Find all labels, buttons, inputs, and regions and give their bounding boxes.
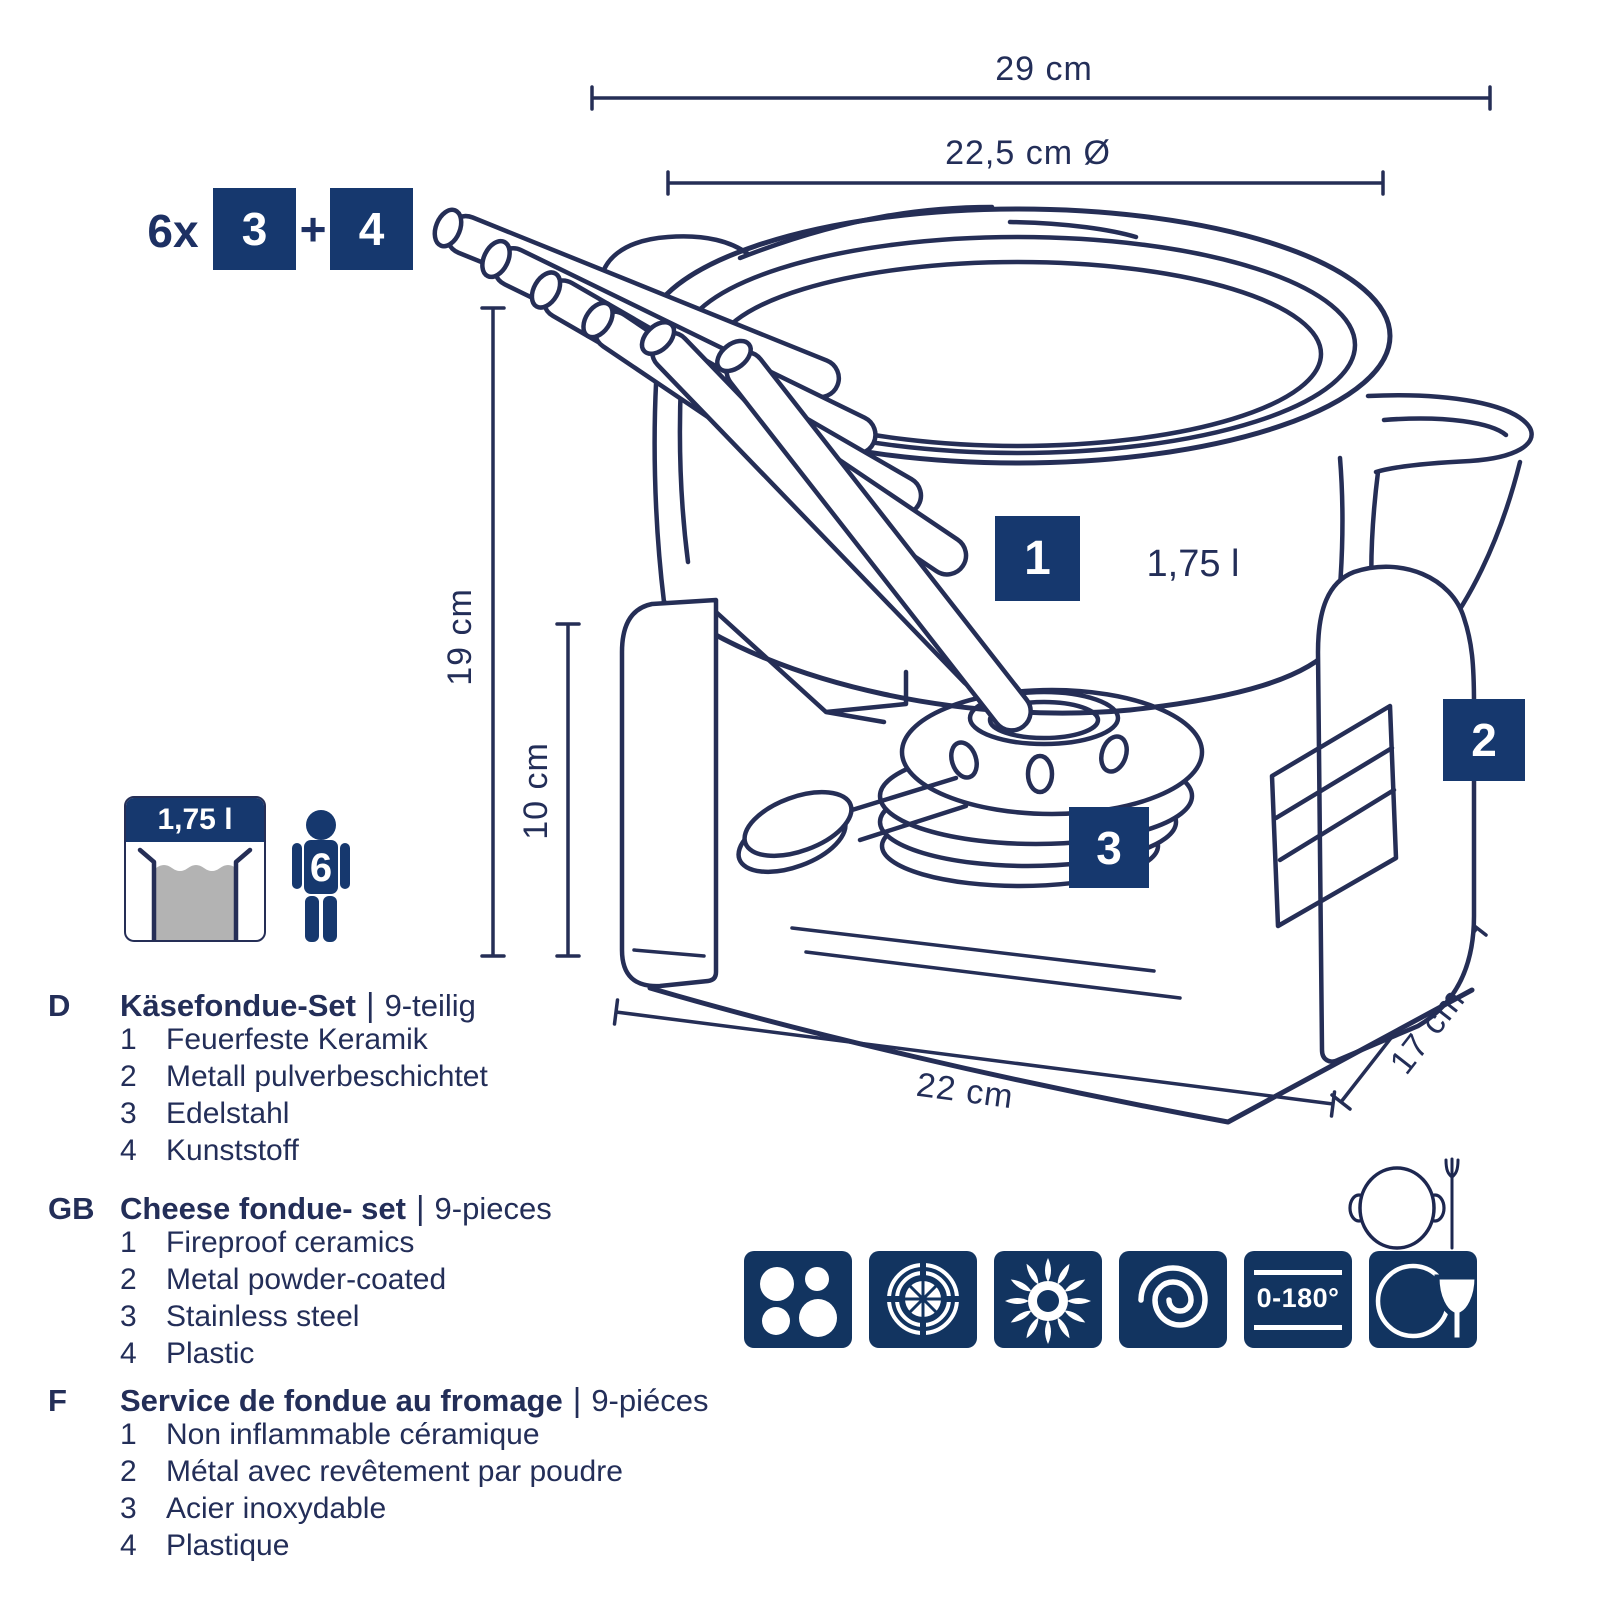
item-num: 2 xyxy=(120,1060,137,1093)
person-servings-icon xyxy=(292,810,350,942)
item-num: 1 xyxy=(120,1418,137,1451)
list-item: 3 Acier inoxydable xyxy=(120,1492,386,1526)
fork-count-label: 6x xyxy=(147,205,199,257)
item-num: 4 xyxy=(120,1134,137,1167)
oven-rule-bottom xyxy=(1254,1325,1342,1330)
servings-count: 6 xyxy=(309,846,333,890)
item-num: 4 xyxy=(120,1337,137,1370)
item-text: Plastique xyxy=(166,1529,290,1562)
rechaud-stand-drawing xyxy=(619,564,1477,1125)
part-badge-stand: 2 xyxy=(1443,699,1525,781)
fondue-pot-drawing xyxy=(597,204,1534,716)
pieces-fr: 9-piéces xyxy=(591,1383,709,1418)
section-header-de: D Käsefondue-Set | 9-teilig xyxy=(48,986,476,1024)
pieces-gb: 9-pieces xyxy=(434,1191,552,1226)
item-text: Non inflammable céramique xyxy=(166,1418,540,1451)
plus-sign: + xyxy=(299,203,327,255)
item-text: Fireproof ceramics xyxy=(166,1226,415,1259)
item-text: Metal powder-coated xyxy=(166,1263,447,1296)
dim-diameter: 22,5 cm Ø xyxy=(945,134,1111,172)
item-text: Plastic xyxy=(166,1337,255,1370)
list-item: 2 Métal avec revêtement par poudre xyxy=(120,1455,623,1489)
dimension-lines xyxy=(480,85,1492,1118)
part-badge-pot: 1 xyxy=(995,516,1080,601)
feature-tile-row: 0-180° xyxy=(744,1251,1480,1348)
section-header-gb: GB Cheese fondue- set | 9-pieces xyxy=(48,1189,552,1227)
item-text: Stainless steel xyxy=(166,1300,360,1333)
lang-code-fr: F xyxy=(48,1383,67,1418)
item-num: 1 xyxy=(120,1226,137,1259)
separator: | xyxy=(365,986,375,1023)
separator: | xyxy=(572,1381,582,1418)
fondue-pot-and-fork-icon xyxy=(1348,1157,1460,1250)
list-item: 4 Plastic xyxy=(120,1337,254,1371)
section-header-fr: F Service de fondue au fromage | 9-piéce… xyxy=(48,1381,709,1419)
list-item: 4 Kunststoff xyxy=(120,1134,299,1168)
separator: | xyxy=(415,1189,425,1226)
part-badge-burner: 3 xyxy=(1069,807,1149,888)
list-item: 3 Stainless steel xyxy=(120,1300,359,1334)
list-item: 3 Edelstahl xyxy=(120,1097,289,1131)
electric-hob-icon xyxy=(1119,1251,1227,1348)
title-de: Käsefondue-Set xyxy=(120,988,356,1023)
title-gb: Cheese fondue- set xyxy=(120,1191,406,1226)
pot-capacity-label: 1,75 l xyxy=(1146,543,1240,585)
radiant-hob-icon xyxy=(869,1251,977,1348)
list-item: 1 Feuerfeste Keramik xyxy=(120,1023,428,1057)
list-item: 4 Plastique xyxy=(120,1529,289,1563)
item-text: Métal avec revêtement par poudre xyxy=(166,1455,623,1488)
part-badge-forks-steel: 3 xyxy=(213,188,296,270)
dim-total-height: 19 cm xyxy=(441,588,479,686)
item-text: Kunststoff xyxy=(166,1134,299,1167)
fondue-forks-drawing xyxy=(432,207,1033,733)
list-item: 2 Metall pulverbeschichtet xyxy=(120,1060,488,1094)
capacity-card: 1,75 l xyxy=(124,796,266,942)
gas-hob-icon xyxy=(994,1251,1102,1348)
oven-temp-label: 0-180° xyxy=(1256,1283,1340,1313)
item-num: 3 xyxy=(120,1300,137,1333)
list-item: 2 Metal powder-coated xyxy=(120,1263,446,1297)
item-text: Edelstahl xyxy=(166,1097,290,1130)
induction-hob-icon xyxy=(744,1251,852,1348)
item-text: Feuerfeste Keramik xyxy=(166,1023,428,1056)
dim-overall-width: 29 cm xyxy=(995,50,1093,88)
part-badge-fork-handles: 4 xyxy=(330,188,413,270)
item-num: 2 xyxy=(120,1455,137,1488)
title-fr: Service de fondue au fromage xyxy=(120,1383,563,1418)
capacity-value: 1,75 l xyxy=(126,798,264,842)
pieces-de: 9-teilig xyxy=(384,988,476,1023)
item-num: 4 xyxy=(120,1529,137,1562)
oven-rule-top xyxy=(1254,1270,1342,1275)
list-item: 1 Fireproof ceramics xyxy=(120,1226,414,1260)
list-item: 1 Non inflammable céramique xyxy=(120,1418,540,1452)
item-num: 2 xyxy=(120,1263,137,1296)
dishwasher-safe-icon xyxy=(1369,1251,1480,1348)
oven-temperature-icon: 0-180° xyxy=(1244,1251,1352,1348)
item-text: Metall pulverbeschichtet xyxy=(166,1060,488,1093)
stand-interior-lines xyxy=(713,609,909,725)
item-text: Acier inoxydable xyxy=(166,1492,387,1525)
lang-code-gb: GB xyxy=(48,1191,95,1226)
dim-stand-height: 10 cm xyxy=(517,742,555,840)
lang-code-de: D xyxy=(48,988,71,1023)
item-num: 3 xyxy=(120,1492,137,1525)
item-num: 1 xyxy=(120,1023,137,1056)
item-num: 3 xyxy=(120,1097,137,1130)
pot-cross-section-icon xyxy=(137,847,253,940)
